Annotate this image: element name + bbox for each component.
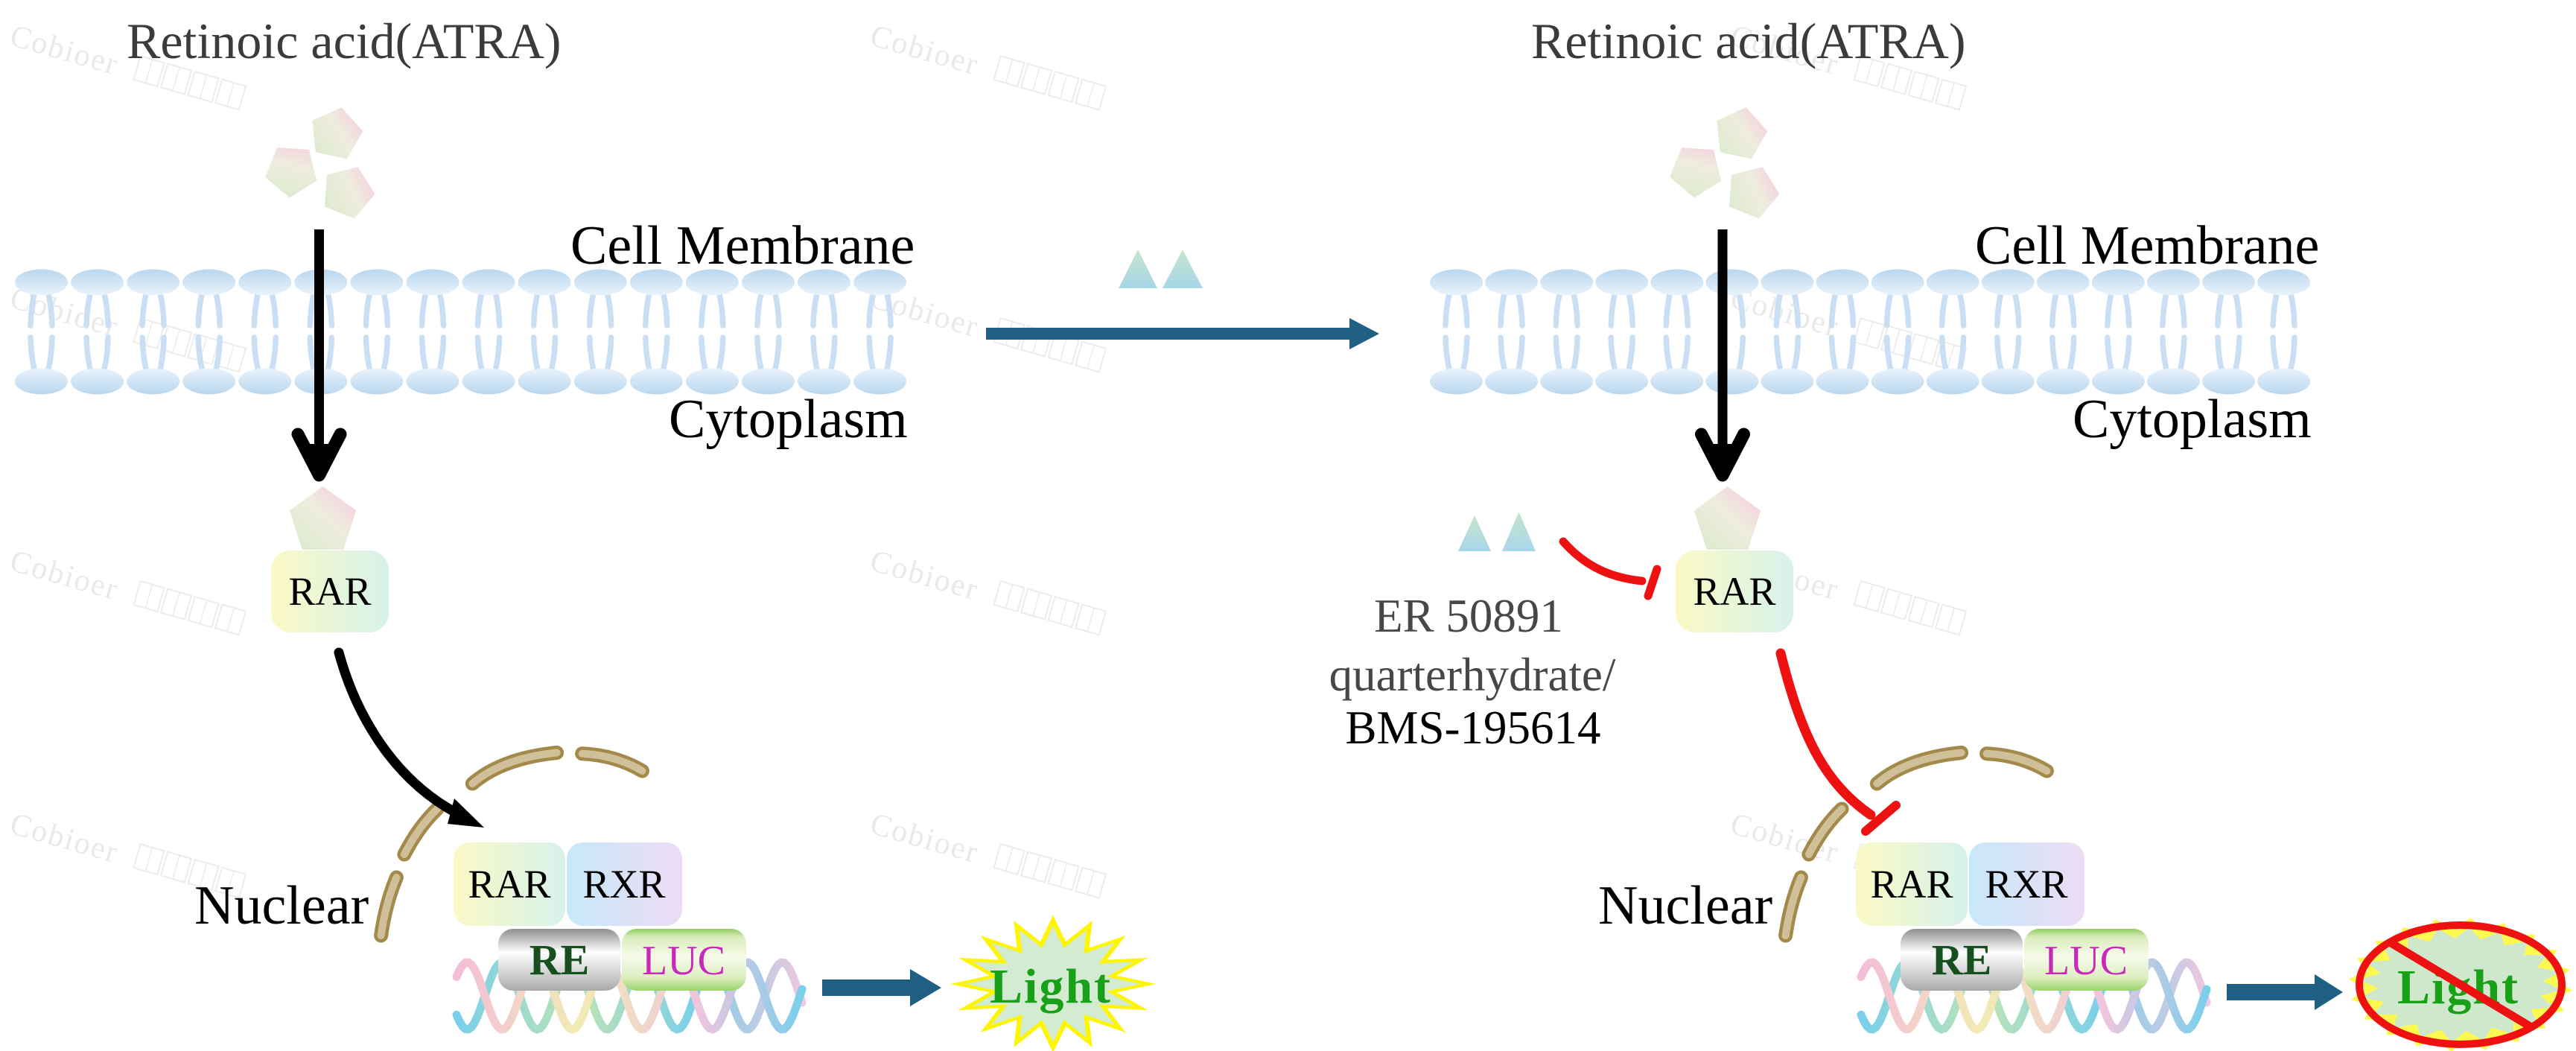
svg-text:quarterhydrate/: quarterhydrate/ bbox=[1329, 649, 1616, 701]
svg-text:Cobioer: Cobioer bbox=[866, 544, 982, 607]
svg-text:RXR: RXR bbox=[582, 862, 665, 906]
svg-text:RAR: RAR bbox=[1870, 862, 1953, 906]
svg-text:Cobioer: Cobioer bbox=[866, 807, 982, 870]
svg-text:RE: RE bbox=[529, 936, 590, 984]
svg-text:RE: RE bbox=[1932, 936, 1992, 984]
svg-text:Light: Light bbox=[990, 959, 1112, 1014]
svg-text:Cell Membrane: Cell Membrane bbox=[1975, 215, 2319, 276]
svg-text:LUC: LUC bbox=[642, 938, 725, 984]
svg-text:RAR: RAR bbox=[288, 569, 371, 614]
svg-text:ER 50891: ER 50891 bbox=[1374, 590, 1563, 642]
svg-text:Retinoic acid(ATRA): Retinoic acid(ATRA) bbox=[127, 13, 562, 69]
svg-text:Nuclear: Nuclear bbox=[1598, 875, 1772, 936]
svg-text:RAR: RAR bbox=[1693, 569, 1775, 614]
svg-text:Cytoplasm: Cytoplasm bbox=[2073, 389, 2312, 450]
svg-text:Cytoplasm: Cytoplasm bbox=[669, 389, 908, 450]
svg-text:Cobioer: Cobioer bbox=[6, 544, 122, 607]
svg-text:BMS-195614: BMS-195614 bbox=[1345, 702, 1600, 754]
svg-text:RAR: RAR bbox=[468, 862, 550, 906]
svg-text:Cobioer: Cobioer bbox=[6, 807, 122, 870]
svg-text:Retinoic acid(ATRA): Retinoic acid(ATRA) bbox=[1531, 13, 1966, 69]
svg-text:Cobioer: Cobioer bbox=[866, 19, 982, 82]
svg-text:RXR: RXR bbox=[1985, 862, 2067, 906]
svg-text:LUC: LUC bbox=[2044, 938, 2128, 984]
svg-text:Nuclear: Nuclear bbox=[194, 875, 369, 936]
svg-text:Cobioer: Cobioer bbox=[6, 19, 122, 82]
svg-text:Cell Membrane: Cell Membrane bbox=[570, 215, 915, 276]
